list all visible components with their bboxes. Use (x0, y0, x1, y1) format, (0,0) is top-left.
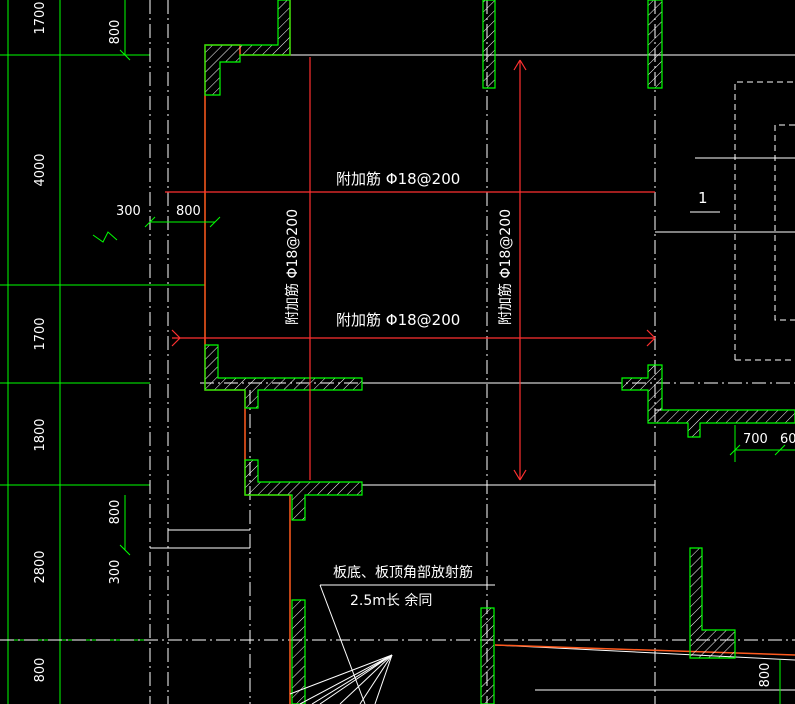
dim-300: 300 (116, 204, 141, 219)
dim-700: 700 (743, 432, 768, 447)
dim-60: 60 (780, 432, 795, 447)
rebar-lines (165, 57, 656, 481)
slab-outline (204, 0, 795, 704)
dim-left-1800: 1800 (33, 418, 48, 451)
dim-300-low: 300 (108, 560, 123, 585)
rebar-label-top: 附加筋 Φ18@200 (336, 170, 460, 188)
walls (204, 0, 795, 704)
note-line-1: 板底、板顶角部放射筋 (333, 564, 473, 581)
radiating-bars (289, 584, 495, 704)
dim-left-1700-top: 1700 (33, 1, 48, 34)
dim-left-800-bottom: 800 (33, 658, 48, 683)
dim-800-top: 800 (108, 20, 123, 45)
dim-800-right: 800 (758, 663, 773, 688)
dim-left-1700: 1700 (33, 317, 48, 350)
dim-800-low: 800 (108, 500, 123, 525)
rebar-label-vert-right: 附加筋 Φ18@200 (497, 209, 514, 325)
rebar-label-vert-left: 附加筋 Φ18@200 (284, 209, 301, 325)
rebar-label-mid: 附加筋 Φ18@200 (336, 311, 460, 329)
dim-left-4000: 4000 (33, 153, 48, 186)
dimension-lines (92, 0, 795, 704)
dim-800-mid: 800 (176, 204, 201, 219)
note-line-2: 2.5m长 余同 (350, 592, 432, 609)
section-mark: 1 (698, 189, 708, 207)
left-dimension-strip (0, 0, 205, 704)
dim-left-2800: 2800 (33, 550, 48, 583)
